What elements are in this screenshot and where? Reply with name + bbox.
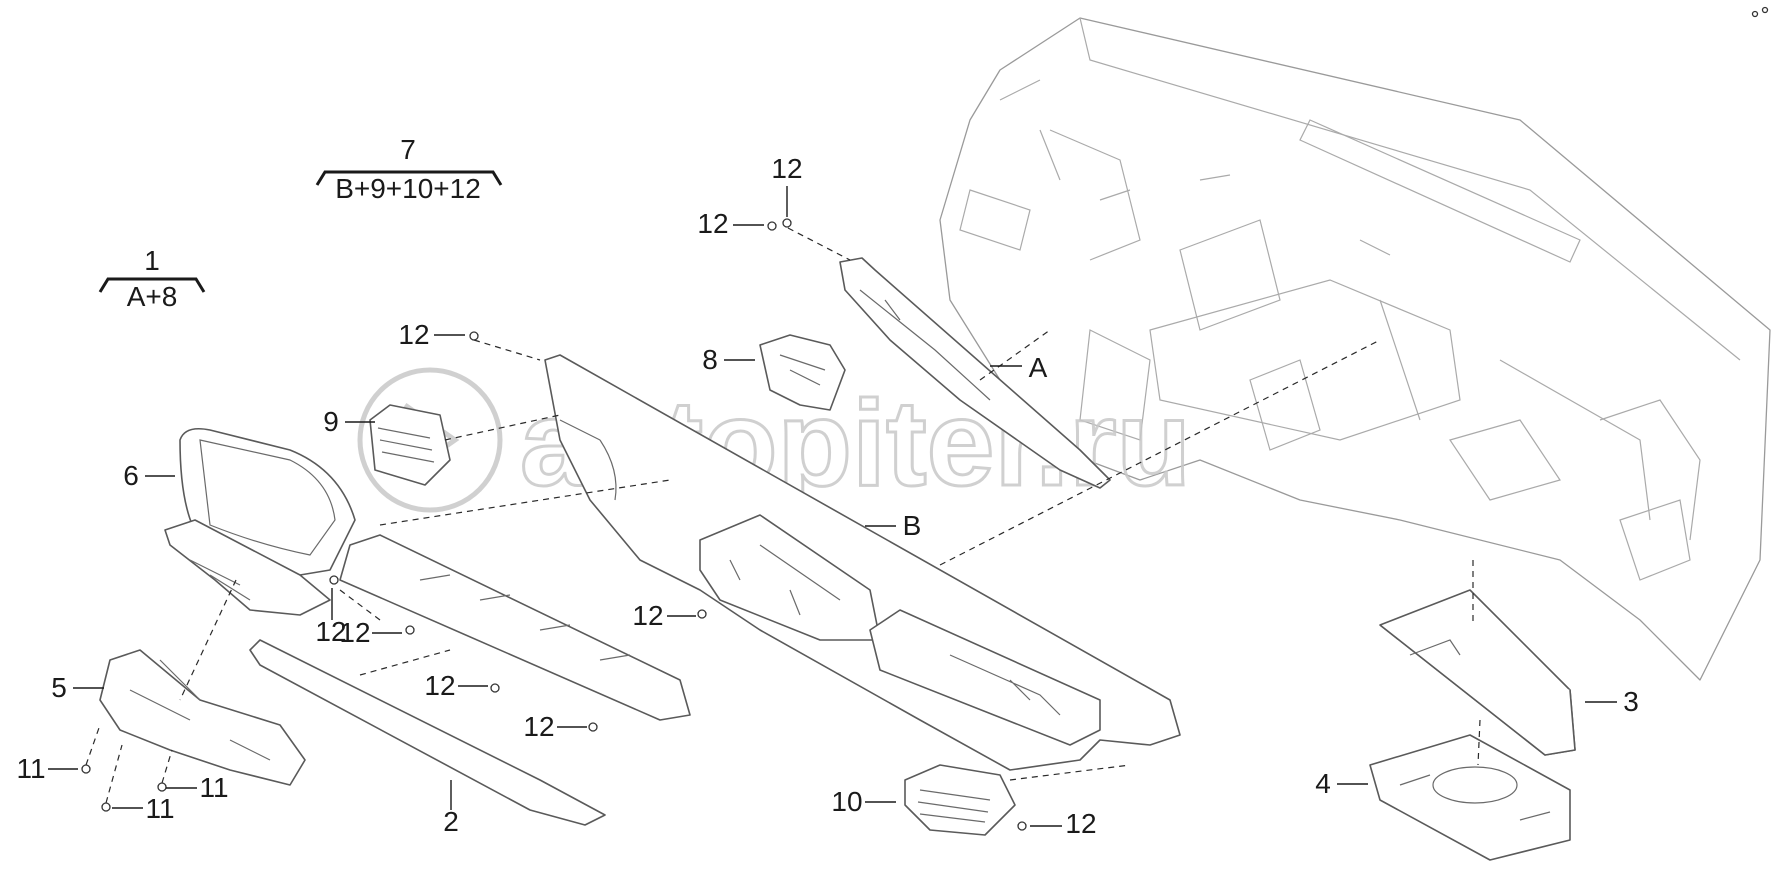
corner-mark: [1751, 6, 1769, 18]
part-4-tray: [1369, 734, 1571, 861]
screw-3: [469, 331, 479, 341]
callout-9: 9: [323, 406, 339, 437]
callout-12-h: 12: [1065, 808, 1096, 839]
group-label-1: 1 A+8: [98, 245, 206, 312]
dashboard-frame: [939, 17, 1771, 681]
callout-6: 6: [123, 460, 139, 491]
part-A-upper-panel: [839, 257, 1111, 489]
screw-7: [588, 722, 598, 732]
callout-12-top: 12: [771, 153, 802, 184]
part-5-lower-left-panel: [99, 649, 306, 786]
part-B-center-panel: [544, 354, 1181, 771]
screw-2: [767, 221, 777, 231]
part-9-left-vent: [369, 404, 451, 486]
part-2-lower-strip: [249, 639, 606, 826]
screw-10: [81, 764, 91, 774]
part-trim-strips: [339, 534, 691, 721]
callout-12-f: 12: [424, 670, 455, 701]
screw-11: [101, 802, 111, 812]
callout-B: B: [903, 510, 922, 541]
screw-5: [405, 625, 415, 635]
watermark-logo-ring: [357, 367, 503, 513]
assembly-lines: [85, 227, 1481, 804]
callout-12-e: 12: [632, 600, 663, 631]
group-1-bracket: [98, 277, 206, 293]
callout-11-b: 11: [199, 772, 228, 803]
callout-2: 2: [443, 806, 459, 837]
group-1-number: 1: [144, 245, 160, 276]
screw-12: [157, 782, 167, 792]
part-8-bracket: [759, 334, 846, 411]
group-7-number: 7: [400, 134, 416, 165]
screw-4: [329, 575, 339, 585]
group-1-formula: A+8: [127, 281, 178, 312]
callouts: 12 12 12 8 A 9 6 B 12 12 12 12 12 12 5 1…: [16, 153, 1638, 839]
callout-11-c: 11: [145, 793, 174, 824]
group-7-bracket: [315, 170, 503, 186]
group-7-formula: B+9+10+12: [335, 173, 481, 204]
callout-4: 4: [1315, 768, 1331, 799]
callout-12-g: 12: [523, 711, 554, 742]
callout-12-c: 12: [315, 616, 346, 647]
screw-6: [490, 683, 500, 693]
part-10-right-vent: [904, 764, 1016, 836]
screw-8: [697, 609, 707, 619]
callout-3: 3: [1623, 686, 1639, 717]
callout-A: A: [1029, 352, 1048, 383]
screw-9: [1017, 821, 1027, 831]
part-3-glove-box: [1379, 589, 1576, 756]
callout-12-d: 12: [339, 617, 370, 648]
callout-5: 5: [51, 672, 67, 703]
callout-11-a: 11: [16, 753, 45, 784]
callout-12-a: 12: [697, 208, 728, 239]
callout-12-b: 12: [398, 319, 429, 350]
callout-10: 10: [831, 786, 862, 817]
screw-1: [782, 218, 792, 228]
part-6-cluster-hood: [164, 427, 356, 616]
callout-8: 8: [702, 344, 718, 375]
group-label-7: 7 B+9+10+12: [315, 134, 503, 204]
